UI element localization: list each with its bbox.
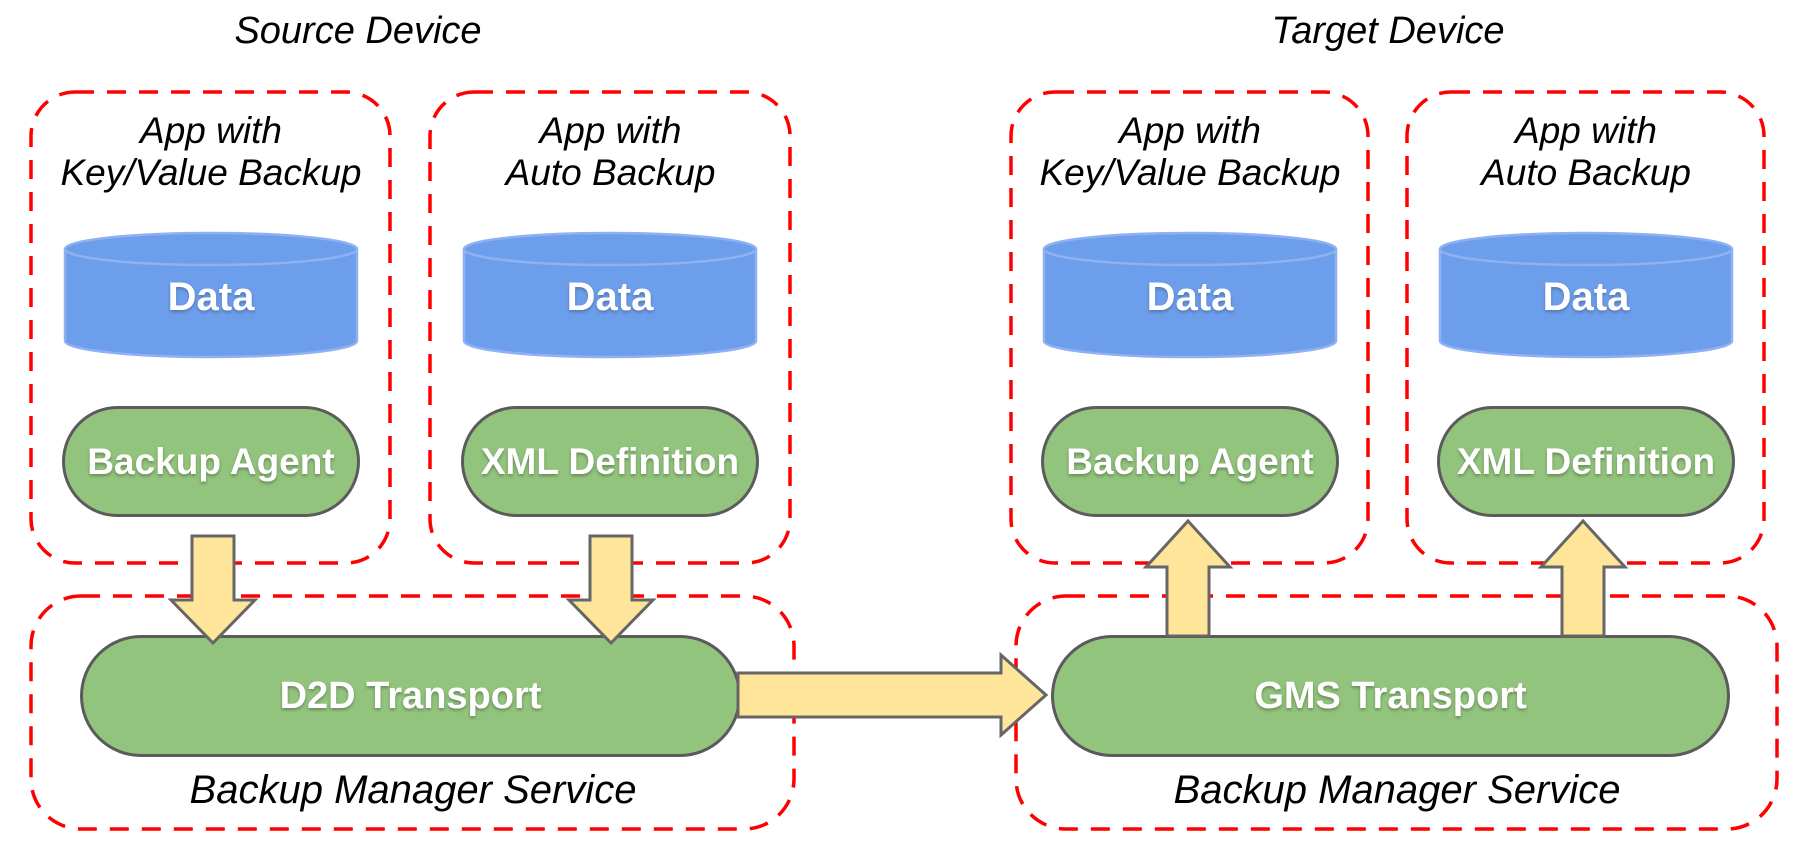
app-label-line1: App with	[140, 110, 282, 151]
gms-transport-label: GMS Transport	[1254, 674, 1527, 717]
app-label-target-auto: App with Auto Backup	[1406, 110, 1766, 194]
backup-agent-label: Backup Agent	[87, 440, 335, 482]
app-label-line2: Auto Backup	[1481, 152, 1691, 193]
target-device-title: Target Device	[1271, 10, 1505, 52]
app-box-target-auto	[1405, 90, 1766, 565]
app-label-line1: App with	[1515, 110, 1657, 151]
backup-agent-label: Backup Agent	[1066, 440, 1314, 482]
app-box-target-keyvalue	[1009, 90, 1370, 565]
data-cylinder-label: Data	[1146, 275, 1234, 319]
xml-definition-pill-source: XML Definition	[461, 406, 759, 517]
manager-box-target	[1014, 594, 1779, 831]
backup-manager-service-label-source: Backup Manager Service	[189, 768, 637, 812]
app-label-line1: App with	[539, 110, 682, 151]
data-cylinder-source-keyvalue	[63, 231, 359, 359]
app-label-source-keyvalue: App with Key/Value Backup	[30, 110, 392, 194]
app-label-target-keyvalue: App with Key/Value Backup	[1010, 110, 1370, 194]
app-box-source-keyvalue	[29, 90, 392, 565]
gms-transport-pill: GMS Transport	[1051, 635, 1730, 757]
data-cylinder-label: Data	[1542, 275, 1630, 319]
xml-definition-label: XML Definition	[480, 440, 740, 482]
xml-definition-label: XML Definition	[1456, 440, 1716, 482]
app-label-source-auto: App with Auto Backup	[429, 110, 792, 194]
data-cylinder-source-auto	[462, 231, 758, 359]
data-cylinder-target-keyvalue	[1042, 231, 1338, 359]
backup-manager-service-label-target: Backup Manager Service	[1173, 768, 1621, 812]
backup-agent-pill-source: Backup Agent	[62, 406, 360, 517]
d2d-transport-label: D2D Transport	[279, 674, 542, 717]
app-label-line2: Key/Value Backup	[60, 152, 362, 193]
data-cylinder-target-auto	[1438, 231, 1734, 359]
data-cylinder-label: Data	[167, 275, 255, 319]
app-label-line2: Auto Backup	[505, 152, 716, 193]
app-label-line1: App with	[1119, 110, 1261, 151]
app-label-line2: Key/Value Backup	[1039, 152, 1341, 193]
source-device-title: Source Device	[234, 10, 482, 52]
data-cylinder-label: Data	[566, 275, 654, 319]
d2d-transport-pill: D2D Transport	[80, 635, 741, 757]
xml-definition-pill-target: XML Definition	[1437, 406, 1735, 517]
backup-agent-pill-target: Backup Agent	[1041, 406, 1339, 517]
